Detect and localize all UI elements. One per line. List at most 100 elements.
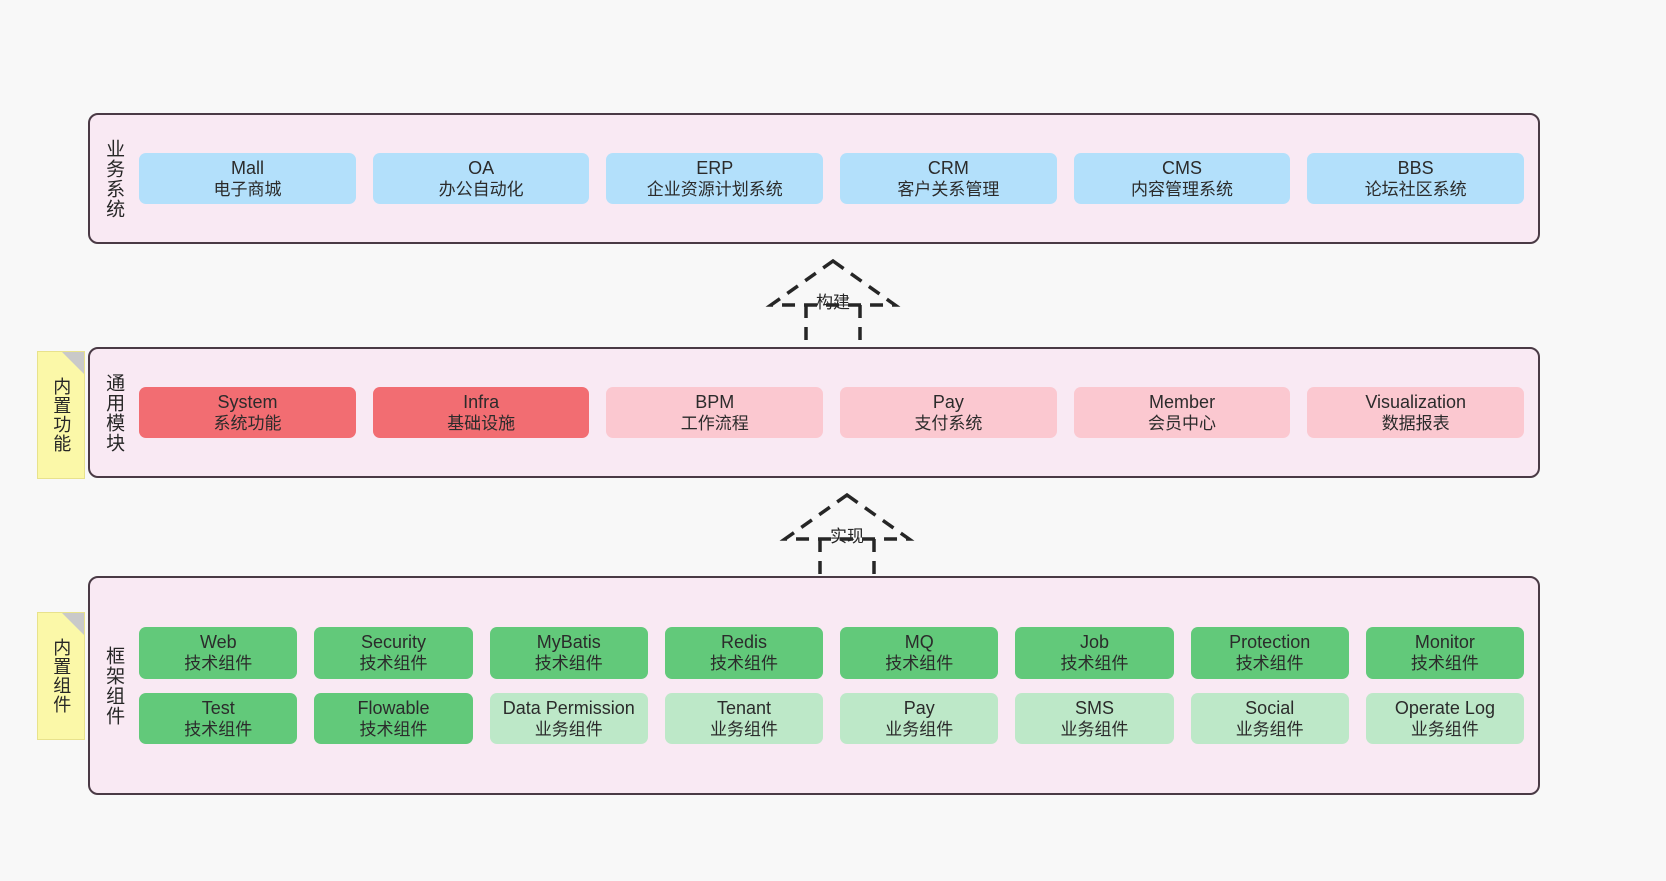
node-label-en: Web [199, 631, 237, 652]
node-erp[interactable]: ERP 企业资源计划系统 [606, 152, 824, 205]
node-tenant[interactable]: Tenant 业务组件 [664, 692, 824, 745]
node-oa[interactable]: OA 办公自动化 [372, 152, 590, 205]
node-label-cn: 业务组件 [1410, 720, 1479, 739]
layer-framework-components: 框架组件 Web 技术组件 Security 技术组件 MyBatis 技术组件… [88, 576, 1540, 795]
node-label-en: Member [1149, 391, 1216, 412]
node-label-cn: 电子商城 [213, 180, 282, 200]
layer-common-modules: 通用模块 System 系统功能 Infra 基础设施 BPM 工作流程 Pay… [88, 347, 1540, 478]
node-pay-component[interactable]: Pay 业务组件 [840, 692, 999, 745]
node-social[interactable]: Social 业务组件 [1190, 692, 1349, 745]
node-label-en: Job [1079, 631, 1109, 652]
layer-business-systems: 业务系统 Mall 电子商城 OA 办公自动化 ERP 企业资源计划系统 CRM… [88, 113, 1540, 244]
node-label-en: Social [1245, 697, 1295, 718]
node-label-en: CMS [1162, 157, 1203, 178]
node-label-cn: 工作流程 [680, 414, 749, 434]
node-label-en: BPM [695, 391, 735, 412]
node-label-cn: 技术组件 [885, 654, 954, 674]
node-label-en: SMS [1074, 697, 1114, 718]
node-bpm[interactable]: BPM 工作流程 [606, 386, 824, 439]
node-cms[interactable]: CMS 内容管理系统 [1073, 152, 1291, 205]
node-operate-log[interactable]: Operate Log 业务组件 [1365, 692, 1525, 745]
node-label-en: Security [361, 631, 427, 652]
connector-build: 构建 [758, 258, 908, 350]
node-system[interactable]: System 系统功能 [139, 386, 356, 439]
node-label-en: Operate Log [1394, 697, 1495, 718]
node-label-cn: 数据报表 [1381, 414, 1450, 434]
node-label-en: Redis [720, 631, 767, 652]
layer-title-framework-components: 框架组件 [103, 645, 125, 726]
sticky-note-label: 内置组件 [51, 638, 72, 714]
node-label-cn: 技术组件 [1235, 654, 1304, 674]
node-crm[interactable]: CRM 客户关系管理 [840, 152, 1057, 205]
node-row: Mall 电子商城 OA 办公自动化 ERP 企业资源计划系统 CRM 客户关系… [139, 152, 1525, 205]
node-row: System 系统功能 Infra 基础设施 BPM 工作流程 Pay 支付系统… [139, 386, 1525, 439]
layer-body-common-modules: System 系统功能 Infra 基础设施 BPM 工作流程 Pay 支付系统… [135, 349, 1538, 476]
node-data-permission[interactable]: Data Permission 业务组件 [489, 692, 648, 745]
node-label-cn: 技术组件 [1410, 654, 1479, 674]
layer-body-framework-components: Web 技术组件 Security 技术组件 MyBatis 技术组件 Redi… [135, 578, 1538, 793]
node-label-en: OA [468, 157, 495, 178]
node-label-en: Monitor [1414, 631, 1475, 652]
node-label-cn: 业务组件 [709, 720, 778, 739]
node-flowable[interactable]: Flowable 技术组件 [314, 692, 473, 745]
node-label-cn: 业务组件 [1235, 720, 1304, 739]
connector-build-glyph [765, 258, 901, 350]
node-label-cn: 客户关系管理 [897, 180, 1000, 200]
node-label-cn: 技术组件 [709, 654, 778, 674]
sticky-note-builtin-component: 内置组件 [37, 612, 85, 740]
node-monitor[interactable]: Monitor 技术组件 [1365, 626, 1525, 679]
node-mq[interactable]: MQ 技术组件 [840, 626, 999, 679]
node-label-en: Pay [903, 697, 935, 718]
node-security[interactable]: Security 技术组件 [314, 626, 473, 679]
node-label-cn: 会员中心 [1148, 414, 1217, 434]
node-label-en: MyBatis [536, 631, 601, 652]
connector-implement-glyph [779, 492, 915, 584]
node-visualization[interactable]: Visualization 数据报表 [1307, 386, 1525, 439]
node-mybatis[interactable]: MyBatis 技术组件 [489, 626, 648, 679]
sticky-note-builtin-function: 内置功能 [37, 351, 85, 479]
layer-body-business-systems: Mall 电子商城 OA 办公自动化 ERP 企业资源计划系统 CRM 客户关系… [135, 115, 1538, 242]
node-protection[interactable]: Protection 技术组件 [1190, 626, 1349, 679]
connector-implement: 实现 [772, 492, 922, 584]
connector-build-label: 构建 [816, 293, 850, 312]
node-test[interactable]: Test 技术组件 [139, 692, 298, 745]
node-label-en: Infra [463, 391, 500, 412]
layer-title-business-systems: 业务系统 [103, 138, 125, 219]
node-label-en: Data Permission [502, 697, 635, 718]
node-label-cn: 企业资源计划系统 [646, 180, 783, 200]
node-label-cn: 业务组件 [885, 720, 954, 739]
node-row: Test 技术组件 Flowable 技术组件 Data Permission … [139, 692, 1525, 745]
node-label-en: BBS [1397, 157, 1434, 178]
node-member[interactable]: Member 会员中心 [1073, 386, 1291, 439]
node-label-en: ERP [696, 157, 734, 178]
node-row: Web 技术组件 Security 技术组件 MyBatis 技术组件 Redi… [139, 626, 1525, 679]
sticky-note-label: 内置功能 [51, 377, 72, 453]
node-label-en: System [217, 391, 278, 412]
node-label-cn: 业务组件 [1060, 720, 1129, 739]
node-label-en: Flowable [357, 697, 430, 718]
node-redis[interactable]: Redis 技术组件 [664, 626, 824, 679]
connector-implement-label: 实现 [830, 527, 864, 546]
node-mall[interactable]: Mall 电子商城 [139, 152, 356, 205]
node-label-en: CRM [927, 157, 969, 178]
node-label-cn: 技术组件 [359, 654, 428, 674]
node-web[interactable]: Web 技术组件 [139, 626, 298, 679]
node-pay-module[interactable]: Pay 支付系统 [840, 386, 1057, 439]
node-label-cn: 内容管理系统 [1131, 180, 1234, 200]
node-label-cn: 办公自动化 [438, 180, 524, 200]
node-label-en: Mall [230, 157, 264, 178]
node-infra[interactable]: Infra 基础设施 [372, 386, 590, 439]
node-sms[interactable]: SMS 业务组件 [1015, 692, 1174, 745]
node-label-cn: 业务组件 [534, 720, 603, 739]
node-label-en: Test [201, 697, 235, 718]
node-label-cn: 基础设施 [447, 414, 516, 434]
layer-title-common-modules: 通用模块 [103, 372, 125, 453]
node-label-cn: 支付系统 [914, 414, 983, 434]
node-label-cn: 技术组件 [184, 654, 253, 674]
node-label-en: MQ [904, 631, 934, 652]
node-label-cn: 技术组件 [1060, 654, 1129, 674]
node-bbs[interactable]: BBS 论坛社区系统 [1307, 152, 1525, 205]
node-job[interactable]: Job 技术组件 [1015, 626, 1174, 679]
node-label-en: Tenant [716, 697, 772, 718]
